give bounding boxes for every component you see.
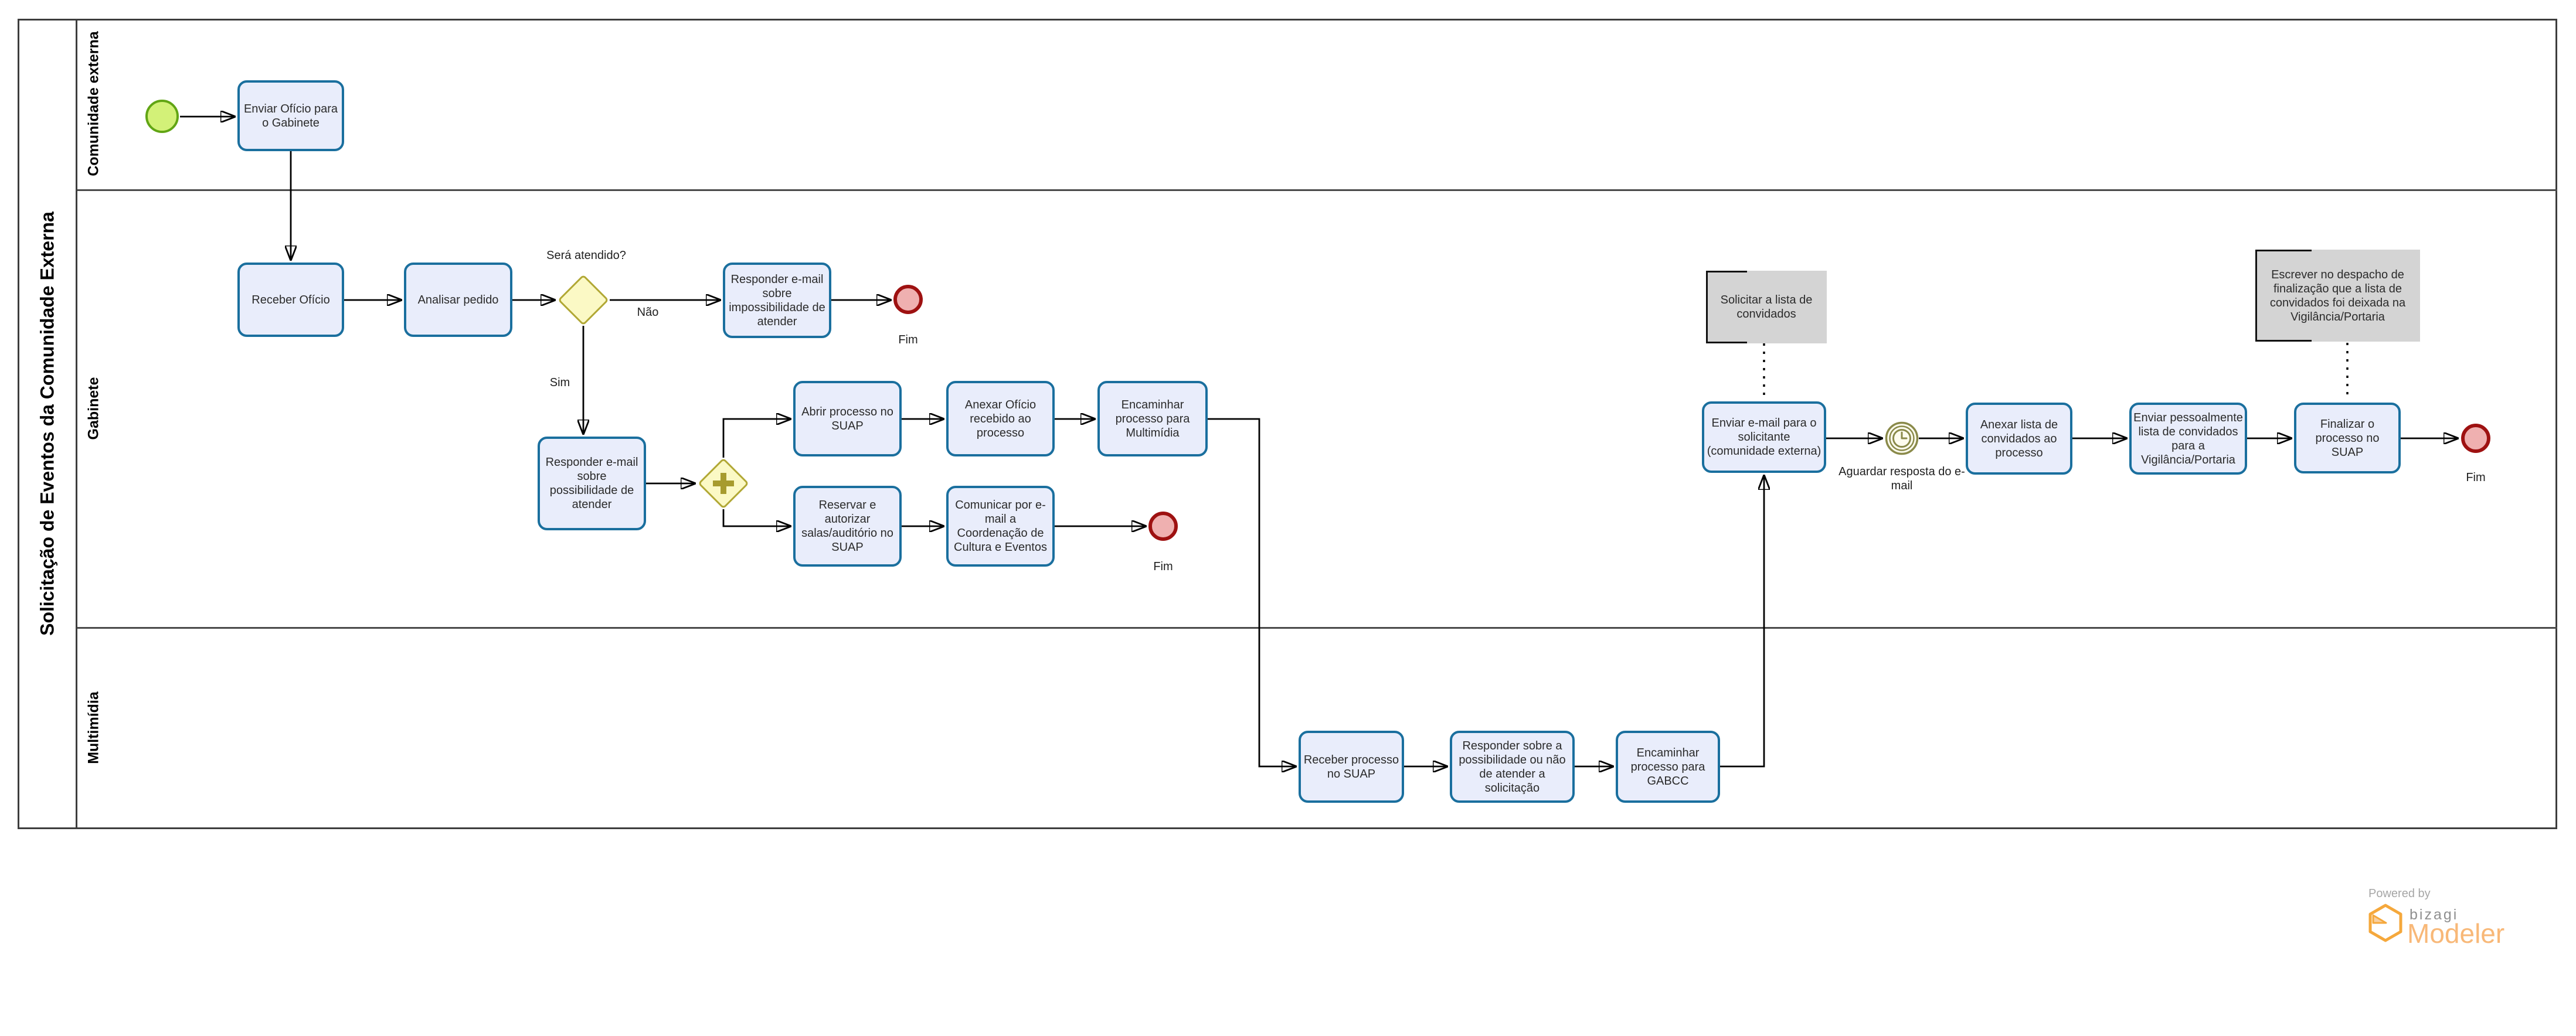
- flow-label-nao: Não: [637, 306, 659, 319]
- task-receber-oficio[interactable]: Receber Ofício: [237, 263, 344, 337]
- end-label-3: Fim: [2466, 471, 2486, 484]
- task-enviar-oficio-gabinete[interactable]: Enviar Ofício para o Gabinete: [237, 80, 344, 151]
- lane-title-comunidade-externa: Comunidade externa: [85, 31, 102, 176]
- task-responder-possibilidade[interactable]: Responder e-mail sobre possibilidade de …: [538, 437, 646, 530]
- end-label-2: Fim: [1153, 560, 1173, 573]
- lane-title-multimidia: Multimídia: [85, 691, 102, 764]
- task-encaminhar-gabcc[interactable]: Encaminhar processo para GABCC: [1616, 731, 1720, 803]
- task-enviar-pessoalmente-lista[interactable]: Enviar pessoalmente lista de convidados …: [2129, 403, 2247, 475]
- pool-title-cell: [18, 19, 77, 829]
- modeler-product-text: Modeler: [2407, 918, 2505, 949]
- task-finalizar-processo-suap[interactable]: Finalizar o processo no SUAP: [2294, 403, 2401, 473]
- annotation-escrever-despacho[interactable]: Escrever no despacho de finalização que …: [2255, 250, 2420, 342]
- timer-label: Aguardar resposta do e-mail: [1838, 465, 1965, 492]
- task-anexar-lista-convidados[interactable]: Anexar lista de convidados ao processo: [1966, 403, 2072, 475]
- end-event-1[interactable]: [893, 285, 923, 314]
- task-enviar-email-solicitante[interactable]: Enviar e-mail para o solicitante (comuni…: [1702, 401, 1826, 473]
- flow-label-sim: Sim: [549, 376, 570, 389]
- end-event-2[interactable]: [1148, 512, 1178, 541]
- annotation-bracket: [1706, 271, 1708, 343]
- powered-by-text: Powered by: [2368, 887, 2431, 900]
- timer-clock-icon: [1885, 421, 1919, 455]
- task-abrir-processo-suap[interactable]: Abrir processo no SUAP: [793, 381, 902, 456]
- task-comunicar-coordenacao[interactable]: Comunicar por e-mail a Coordenação de Cu…: [946, 486, 1055, 567]
- lane-title-gabinete: Gabinete: [85, 377, 102, 440]
- task-analisar-pedido[interactable]: Analisar pedido: [404, 263, 512, 337]
- start-event[interactable]: [145, 100, 179, 133]
- annotation-solicitar-lista[interactable]: Solicitar a lista de convidados: [1706, 271, 1827, 343]
- task-anexar-oficio-processo[interactable]: Anexar Ofício recebido ao processo: [946, 381, 1055, 456]
- bizagi-modeler-logo: Powered by bizagi Modeler: [2368, 887, 2544, 957]
- task-reservar-autorizar-salas[interactable]: Reservar e autorizar salas/auditório no …: [793, 486, 902, 567]
- gateway-question-label: Será atendido?: [546, 249, 626, 262]
- task-receber-processo-suap[interactable]: Receber processo no SUAP: [1299, 731, 1404, 803]
- task-encaminhar-multimidia[interactable]: Encaminhar processo para Multimídia: [1097, 381, 1208, 456]
- timer-event[interactable]: [1885, 421, 1919, 458]
- task-responder-possibilidade-solicitacao[interactable]: Responder sobre a possibilidade ou não d…: [1450, 731, 1575, 803]
- lane-divider-2: [77, 627, 2557, 629]
- pool-title: Solicitação de Eventos da Comunidade Ext…: [36, 212, 58, 636]
- lane-divider-1: [77, 189, 2557, 191]
- annotation-bracket: [2255, 250, 2257, 342]
- task-responder-impossibilidade[interactable]: Responder e-mail sobre impossibilidade d…: [723, 263, 831, 338]
- parallel-plus-icon: [707, 467, 740, 500]
- end-label-1: Fim: [898, 333, 918, 346]
- bizagi-brand-text: bizagi: [2410, 906, 2459, 923]
- end-event-3[interactable]: [2461, 424, 2490, 453]
- bizagi-hexagon-icon: [2368, 904, 2402, 942]
